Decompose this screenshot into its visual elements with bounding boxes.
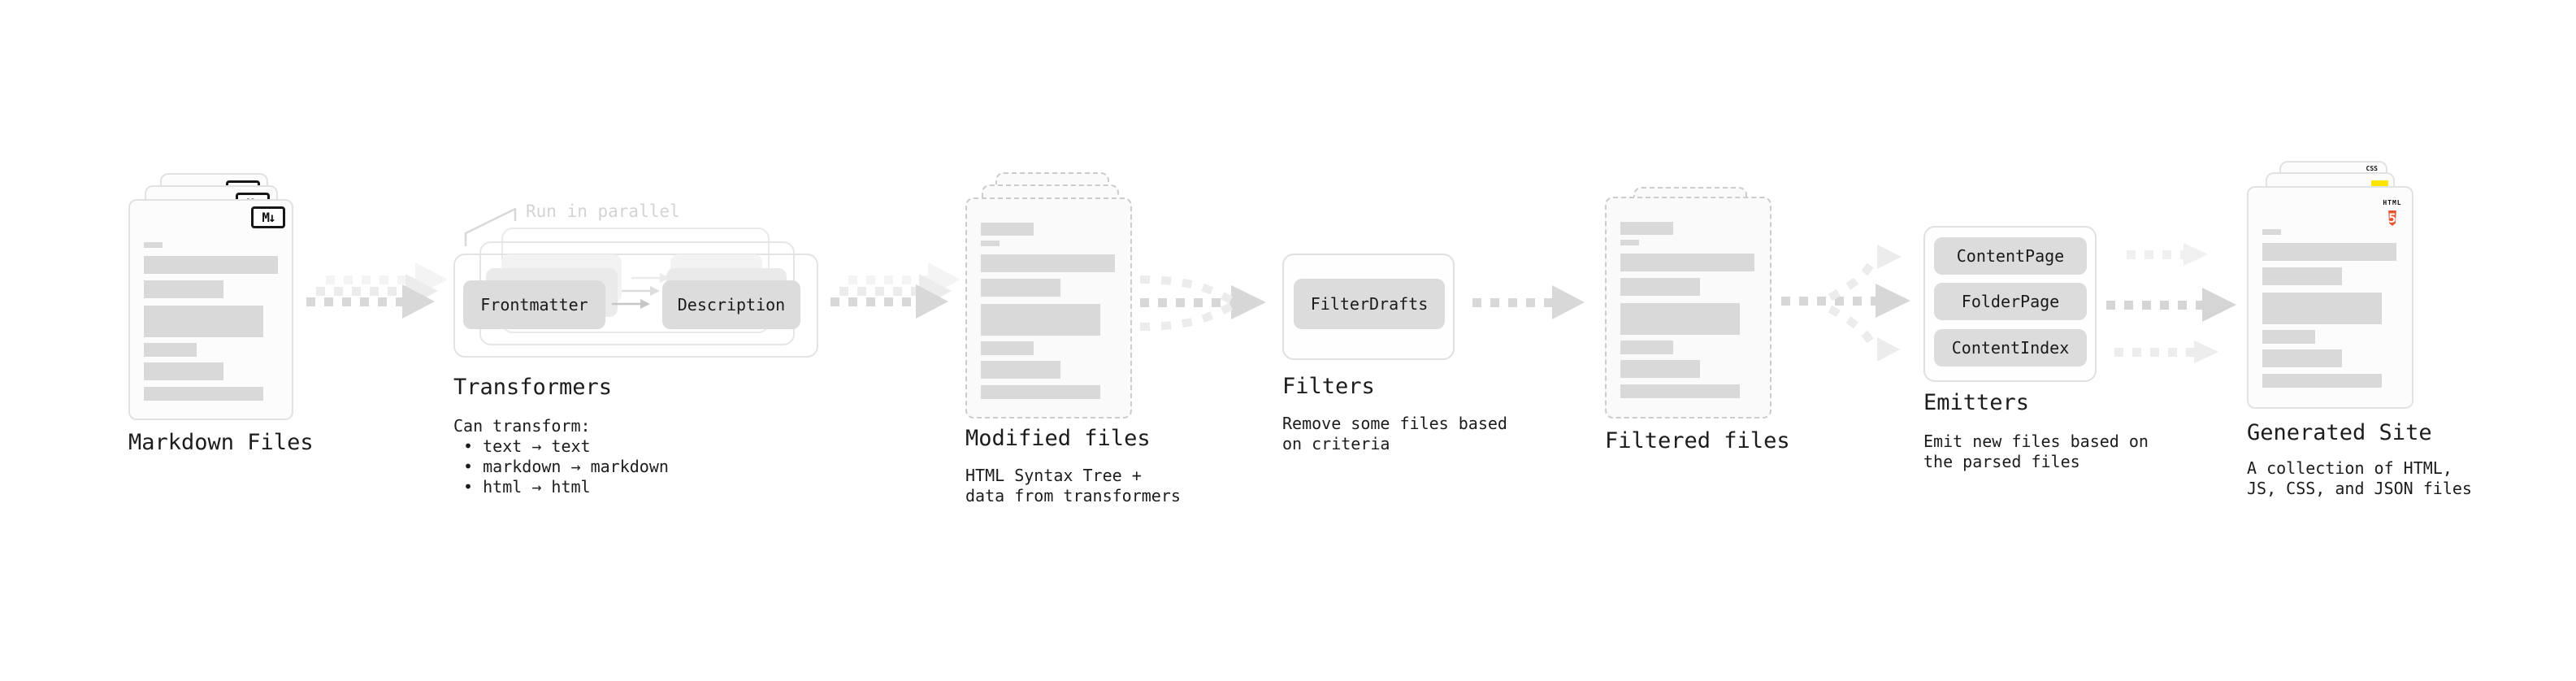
text-bar	[2262, 229, 2281, 235]
arrow-emitters-to-site-top	[2127, 243, 2208, 266]
text-bar	[1620, 303, 1740, 335]
emitters-description-line: the parsed files	[1923, 452, 2080, 471]
js-icon	[2371, 180, 2388, 188]
markdown-file-card-front: M↓	[128, 199, 293, 420]
text-bar	[981, 223, 1034, 236]
text-bar	[144, 343, 197, 357]
run-in-parallel-note: Run in parallel	[526, 202, 680, 221]
text-bar	[144, 280, 223, 298]
emitter-pill-folderpage: FolderPage	[1934, 283, 2087, 320]
text-bar	[1620, 254, 1754, 271]
text-bar	[1620, 222, 1673, 235]
stage-label-emitters: Emitters	[1923, 390, 2030, 415]
transformers-description-line: • html → html	[453, 477, 591, 497]
html5-icon-label: HTML	[2383, 199, 2402, 206]
text-bar	[2262, 267, 2342, 285]
emitter-pill-contentpage: ContentPage	[1934, 237, 2087, 275]
text-bar	[981, 254, 1115, 272]
arrow-transformers-to-modified	[830, 284, 948, 319]
text-bar	[2262, 330, 2315, 344]
fan-out-top-head	[1877, 245, 1902, 269]
filtered-file-card-front	[1605, 197, 1772, 419]
arrow-filters-to-filtered	[1472, 285, 1585, 319]
stage-label-generated-site: Generated Site	[2247, 420, 2432, 445]
html5-icon-shield: 5	[2388, 210, 2396, 226]
filters-description-line: on criteria	[1282, 434, 1390, 453]
text-bar	[144, 306, 263, 337]
arrow-modified-to-filters	[1140, 285, 1266, 319]
stage-label-transformers: Transformers	[453, 375, 613, 400]
text-bar	[1620, 384, 1740, 398]
text-bar	[981, 341, 1034, 355]
transformers-description-line: • markdown → markdown	[453, 457, 669, 476]
text-bar	[144, 387, 263, 401]
stage-label-modified-files: Modified files	[965, 426, 1151, 451]
stage-label-filtered-files: Filtered files	[1605, 428, 1790, 453]
text-bar	[1620, 360, 1700, 378]
filters-pill-filterdrafts: FilterDrafts	[1294, 279, 1445, 329]
modified-files-description-line: data from transformers	[965, 486, 1181, 505]
text-bar	[2262, 293, 2382, 324]
emitter-pill-contentindex: ContentIndex	[1934, 329, 2087, 367]
text-bar	[2262, 243, 2396, 261]
text-bar	[144, 362, 223, 380]
text-bar	[1620, 340, 1673, 354]
site-card-html: HTML 5	[2247, 186, 2413, 409]
fan-out-bottom-head	[1877, 337, 1900, 362]
text-bar	[1620, 278, 1700, 296]
transformers-description-line: Can transform:	[453, 416, 591, 436]
text-bar	[144, 242, 163, 248]
transformer-pill-frontmatter: Frontmatter	[463, 280, 605, 329]
arrow-emitters-to-site-bottom	[2114, 340, 2218, 363]
arrow-filtered-to-emitters	[1781, 284, 1910, 318]
text-bar	[2262, 349, 2342, 367]
text-bar	[981, 361, 1060, 379]
generated-site-description-line: A collection of HTML,	[2247, 458, 2452, 478]
text-bar	[981, 279, 1060, 297]
text-bar	[981, 241, 1000, 246]
stage-label-markdown-files: Markdown Files	[128, 430, 314, 455]
text-bar	[981, 385, 1100, 399]
text-bar	[144, 256, 278, 274]
text-bar	[981, 304, 1100, 336]
html5-icon: HTML 5	[2381, 193, 2404, 229]
transformer-frame-front	[453, 254, 818, 358]
arrow-markdown-to-transformers	[306, 284, 435, 319]
arrow-emitters-to-site-middle	[2106, 288, 2236, 322]
stage-label-filters: Filters	[1282, 374, 1375, 399]
transformers-description-line: • text → text	[453, 436, 591, 456]
generated-site-description-line: JS, CSS, and JSON files	[2247, 479, 2472, 498]
filters-description-line: Remove some files based	[1282, 414, 1507, 433]
transformer-pill-description: Description	[662, 280, 800, 329]
emitters-description-line: Emit new files based on	[1923, 432, 2149, 451]
text-bar	[2262, 374, 2382, 388]
markdown-icon: M↓	[251, 206, 285, 228]
modified-file-card-front	[965, 197, 1132, 419]
modified-files-description-line: HTML Syntax Tree +	[965, 466, 1142, 485]
text-bar	[1620, 240, 1639, 245]
